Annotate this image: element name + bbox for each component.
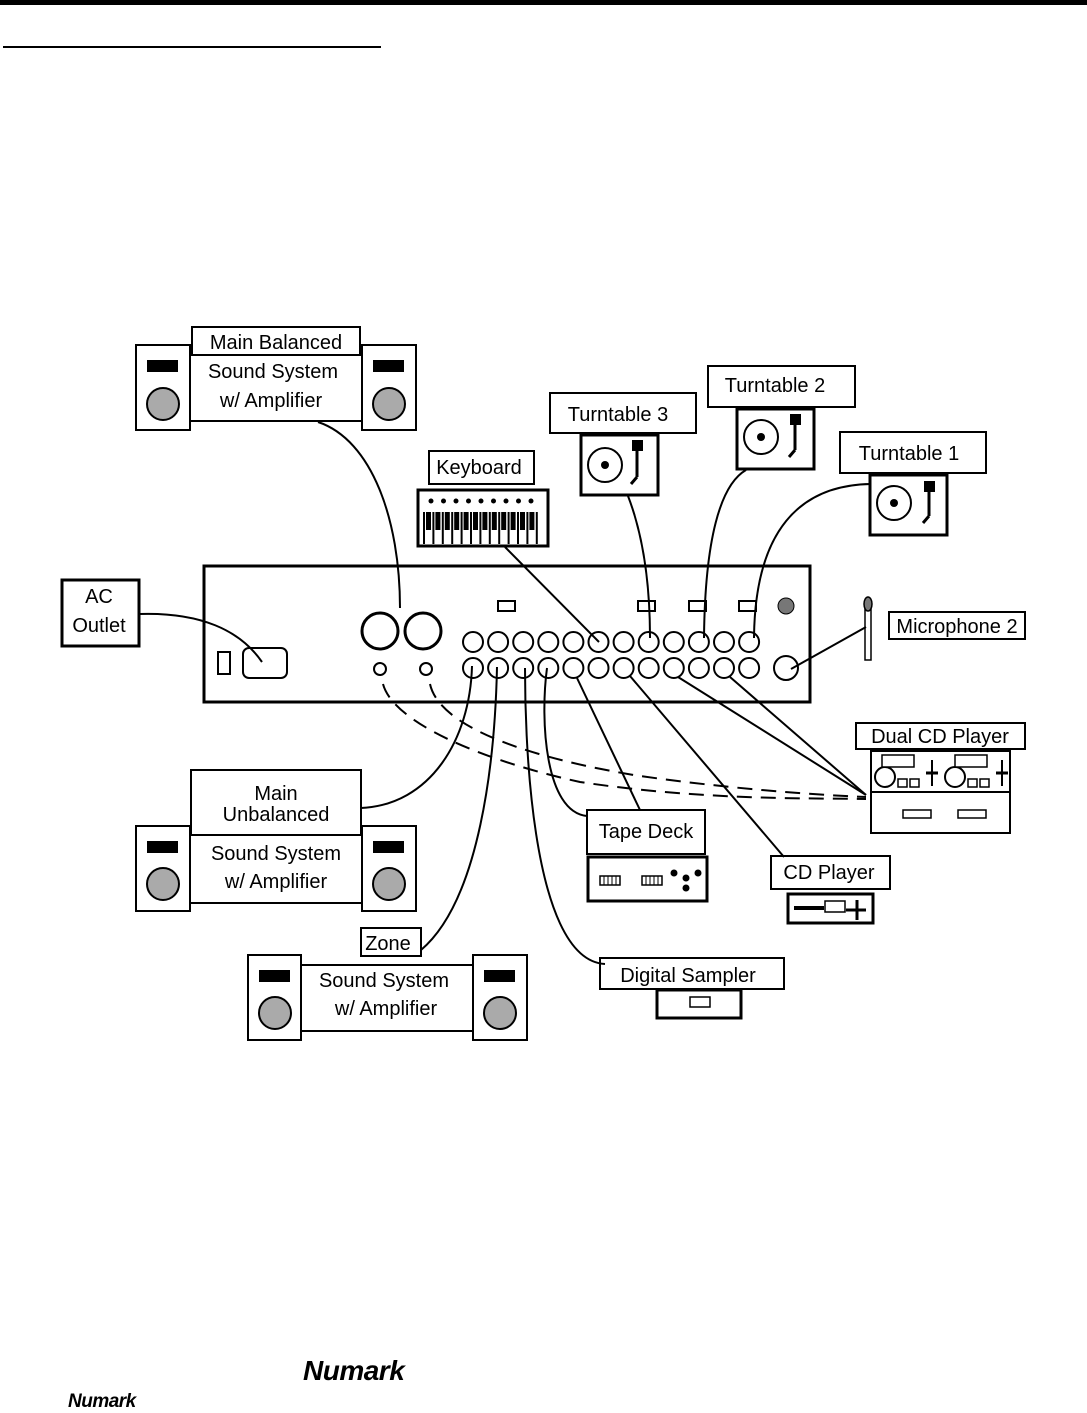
rca-jack — [738, 631, 761, 653]
microphone-2-label: Microphone 2 — [896, 616, 1017, 638]
zone-line2: w/ Amplifier — [334, 998, 438, 1020]
main-unbalanced-title-2: Unbalanced — [223, 804, 330, 826]
keyboard-led — [428, 498, 434, 504]
cables — [138, 421, 872, 965]
keyboard-led — [516, 498, 521, 504]
turntable-2: Turntable 2 — [707, 365, 856, 471]
title-underline — [3, 46, 381, 48]
zone-line1: Sound System — [319, 970, 449, 992]
main-unbalanced-sound-system: Main Unbalanced Sound System w/ Amplifie… — [135, 769, 417, 912]
keyboard-black-key — [463, 512, 469, 530]
numark-logo-large: Numark — [303, 1355, 405, 1386]
keyboard-led — [466, 498, 471, 504]
rca-jack — [512, 631, 535, 653]
tape-deck-label: Tape Deck — [599, 821, 694, 843]
keyboard-led — [478, 498, 484, 504]
keyboard-black-key — [482, 512, 488, 530]
top-rule — [0, 0, 1087, 5]
turntable-2-label: Turntable 2 — [725, 375, 825, 397]
keyboard-black-key — [435, 512, 441, 530]
rca-jack — [487, 657, 510, 679]
rca-jack — [462, 631, 484, 653]
keyboard-led — [453, 498, 459, 504]
rca-jack — [562, 631, 585, 653]
rca-jack — [662, 631, 685, 653]
rca-jack — [637, 631, 660, 653]
keyboard-led — [528, 498, 534, 504]
keyboard: Keyboard — [416, 450, 550, 548]
main-unbalanced-line1: Sound System — [211, 843, 341, 865]
rca-jack — [637, 657, 660, 679]
rca-jack — [687, 631, 710, 653]
main-balanced-title: Main Balanced — [210, 332, 342, 354]
main-unbalanced-title-1: Main — [254, 783, 297, 805]
digital-sampler: Digital Sampler — [599, 957, 785, 1020]
rca-jack — [537, 657, 560, 679]
main-balanced-line1: Sound System — [208, 361, 338, 383]
rca-jack — [487, 631, 510, 653]
keyboard-black-key — [501, 512, 507, 530]
zone-title: Zone — [365, 933, 411, 955]
rca-jack — [713, 657, 735, 679]
digital-sampler-label: Digital Sampler — [620, 965, 756, 987]
ac-outlet-label-2: Outlet — [72, 615, 126, 637]
rca-jack — [612, 631, 635, 653]
rca-jack — [687, 657, 710, 679]
keyboard-led — [441, 498, 446, 504]
rca-jack — [587, 657, 610, 679]
keyboard-black-key — [426, 512, 431, 530]
main-balanced-line2: w/ Amplifier — [219, 390, 323, 412]
keyboard-led — [503, 498, 509, 504]
rca-jack — [512, 657, 535, 679]
rca-jack — [562, 657, 585, 679]
zone-sound-system: Zone Sound System w/ Amplifier — [247, 927, 528, 1041]
turntable-1: Turntable 1 — [839, 431, 987, 537]
main-balanced-sound-system: Main Balanced Sound System w/ Amplifier — [135, 326, 417, 431]
keyboard-black-key — [454, 512, 460, 530]
keyboard-black-key — [529, 512, 535, 530]
ac-outlet: AC Outlet — [60, 578, 141, 648]
rca-jack — [462, 657, 484, 679]
rca-jack — [537, 631, 560, 653]
turntable-3: Turntable 3 — [549, 392, 697, 497]
turntable-1-label: Turntable 1 — [859, 443, 959, 465]
keyboard-label: Keyboard — [436, 457, 522, 479]
keyboard-black-key — [520, 512, 525, 530]
rca-jack — [662, 657, 685, 679]
ac-outlet-label-1: AC — [85, 586, 113, 608]
keyboard-led — [491, 498, 496, 504]
tape-deck: Tape Deck — [586, 809, 709, 903]
rca-jack — [738, 657, 761, 679]
cd-player-label: CD Player — [783, 862, 874, 884]
rca-jack — [612, 657, 635, 679]
turntable-3-label: Turntable 3 — [568, 404, 668, 426]
keyboard-black-key — [510, 512, 516, 530]
rca-jack — [713, 631, 735, 653]
numark-logo-small: Numark — [68, 1391, 136, 1412]
keyboard-black-key — [491, 512, 497, 530]
dual-cd-player-label: Dual CD Player — [871, 726, 1009, 748]
mixer-rear-panel — [202, 564, 812, 704]
keyboard-black-key — [473, 512, 478, 530]
keyboard-black-key — [444, 512, 450, 530]
dual-cd-player: Dual CD Player — [855, 722, 1026, 834]
microphone-2: Microphone 2 — [863, 596, 1026, 661]
main-unbalanced-line2: w/ Amplifier — [224, 871, 328, 893]
cd-player: CD Player — [770, 855, 891, 925]
